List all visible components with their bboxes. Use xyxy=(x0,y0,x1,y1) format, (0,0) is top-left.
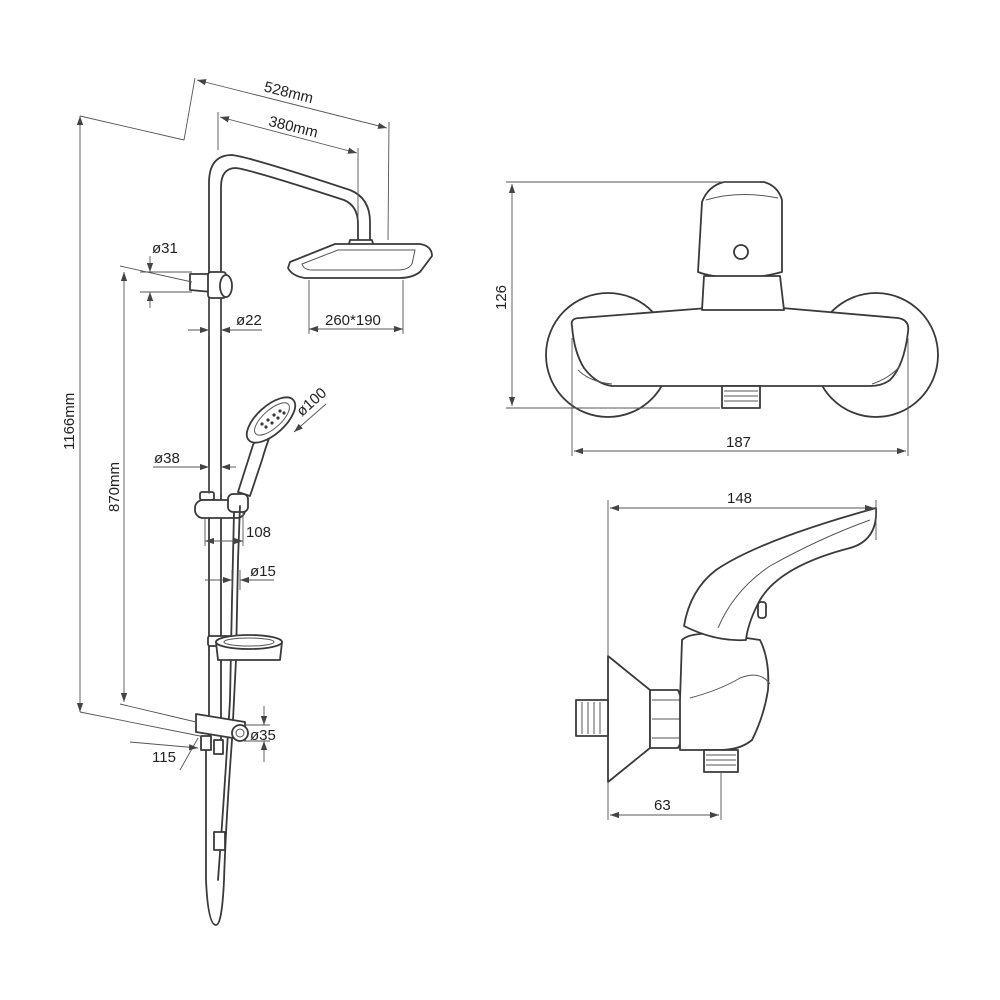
top-holder xyxy=(189,271,233,299)
dim-slider-diameter: ø38 xyxy=(154,450,180,467)
shower-hose xyxy=(205,505,241,926)
shower-column xyxy=(189,154,433,926)
rain-shower-head xyxy=(287,239,433,279)
dim-diverter-reach: 115 xyxy=(152,749,176,766)
dim-mixer-height: 126 xyxy=(493,285,510,310)
dim-hand-shower-diameter: ø100 xyxy=(293,384,330,420)
diverter xyxy=(195,713,249,755)
dim-arm-length: 380mm xyxy=(267,113,320,142)
dim-diverter-diameter: ø35 xyxy=(250,727,276,744)
dim-mixer-depth: 148 xyxy=(727,490,752,507)
dim-slide-height: 870mm xyxy=(106,462,123,512)
slider-holder xyxy=(194,491,249,519)
dim-head-size: 260*190 xyxy=(325,312,381,329)
dim-rail-diameter: ø22 xyxy=(236,312,262,329)
dim-outlet-offset: 63 xyxy=(654,797,671,814)
dim-total-height: 1166mm xyxy=(61,393,78,450)
column-dimensions: 528mm 380mm 1166mm 870mm ø31 ø22 260*190 xyxy=(61,77,404,771)
dim-slider-reach: 108 xyxy=(246,524,271,541)
hand-shower xyxy=(237,396,297,497)
dim-holder-diameter: ø31 xyxy=(152,240,178,257)
dim-mixer-width: 187 xyxy=(726,434,751,451)
mixer-side-view xyxy=(575,507,877,783)
mixer-front-view xyxy=(545,181,939,418)
dim-hose-diameter: ø15 xyxy=(250,563,276,580)
mixer-front-dimensions: 126 187 xyxy=(493,181,909,456)
soap-dish xyxy=(207,634,283,661)
mixer-side-dimensions: 148 63 xyxy=(607,490,877,820)
